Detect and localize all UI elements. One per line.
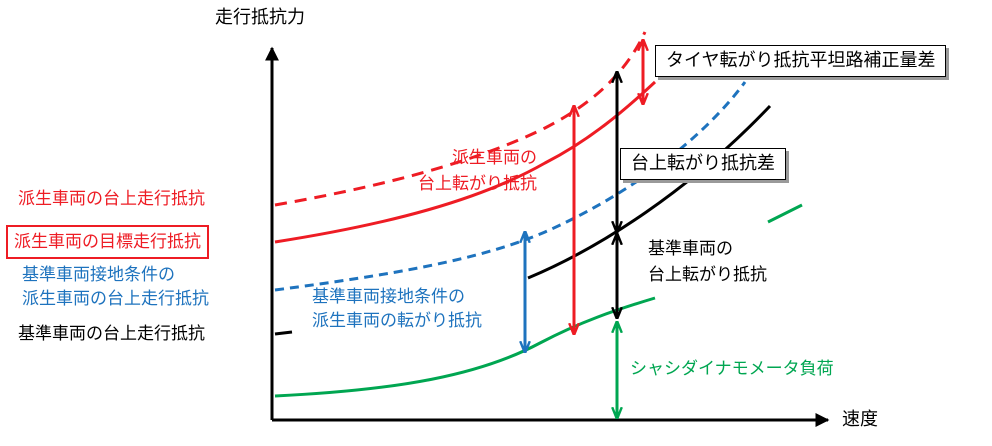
derived-rolling-label-line2: 台上転がり抵抗 — [418, 174, 537, 194]
base-bench-curve — [527, 104, 772, 280]
y-axis-label: 走行抵抗力 — [215, 7, 305, 28]
base-bench-label: 基準車両の台上走行抵抗 — [18, 324, 205, 344]
base-rolling-label-line2: 台上転がり抵抗 — [648, 265, 767, 285]
bench-rolling-diff-box: 台上転がり抵抗差 — [620, 148, 786, 180]
base-rolling-label-line1: 基準車両の — [648, 239, 733, 259]
base-bench-curve-stub — [274, 330, 293, 336]
derived-bench-label: 派生車両の台上走行抵抗 — [18, 189, 205, 209]
base-contact-derived-curve — [274, 81, 747, 292]
base-contact-rolling-label-line1: 基準車両接地条件の — [312, 287, 465, 307]
dyno-load-label: シャシダイナモメータ負荷 — [630, 359, 834, 379]
dyno-load-curve-tail — [767, 203, 803, 224]
base-contact-rolling-label-line2: 派生車両の転がり抵抗 — [312, 311, 482, 331]
base-contact-label-line1: 基準車両接地条件の — [22, 265, 175, 285]
derived-target-label: 派生車両の目標走行抵抗 — [6, 225, 209, 259]
base-contact-label-line2: 派生車両の台上走行抵抗 — [22, 289, 209, 309]
derived-rolling-label-line1: 派生車両の — [452, 148, 537, 168]
x-axis-label: 速度 — [842, 409, 878, 430]
tire-correction-box: タイヤ転がり抵抗平坦路補正量差 — [655, 45, 947, 77]
derived-bench-curve — [274, 31, 647, 207]
